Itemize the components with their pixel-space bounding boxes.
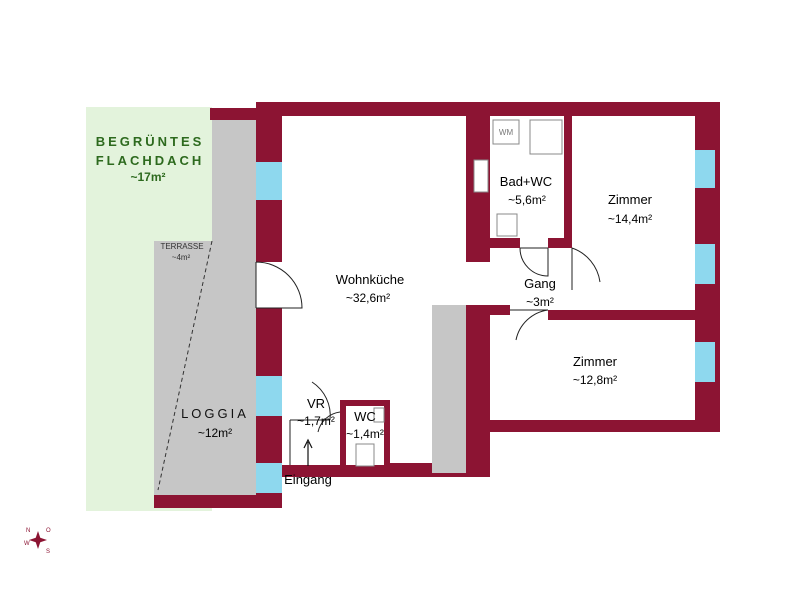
windows bbox=[256, 150, 715, 493]
room2-label: Zimmer bbox=[573, 354, 618, 369]
compass-rose-icon: N O S W bbox=[24, 528, 51, 555]
bath-door bbox=[519, 247, 549, 277]
shower-icon bbox=[529, 119, 563, 155]
bath-label: Bad+WC bbox=[500, 174, 552, 189]
washing-machine-label: WM bbox=[499, 128, 514, 137]
wc-toilet-icon bbox=[355, 443, 375, 467]
terrace-boundary bbox=[157, 240, 213, 491]
entrance-arrow-icon bbox=[303, 438, 313, 466]
loggia-label: LOGGIA bbox=[181, 406, 249, 421]
compass-o: O bbox=[46, 528, 51, 534]
wc-area-label: ~1,4m² bbox=[346, 427, 384, 441]
room2-area-label: ~12,8m² bbox=[573, 373, 617, 387]
vestibule-area-label: ~1,7m² bbox=[297, 414, 335, 428]
loggia-door bbox=[255, 261, 303, 309]
wc-label: WC bbox=[354, 409, 376, 424]
room1-label: Zimmer bbox=[608, 192, 653, 207]
bath-area-label: ~5,6m² bbox=[508, 193, 546, 207]
sink-icon bbox=[473, 159, 489, 193]
wc-sink-icon bbox=[373, 407, 385, 423]
terrace-area-label: ~4m² bbox=[172, 253, 191, 262]
living-kitchen-area-label: ~32,6m² bbox=[346, 291, 390, 305]
green-roof-area-label: ~17m² bbox=[130, 170, 165, 184]
green-roof-label-line1: BEGRÜNTES bbox=[96, 134, 205, 149]
compass-n: N bbox=[26, 528, 30, 534]
room1-area-label: ~14,4m² bbox=[608, 212, 652, 226]
washing-machine-icon bbox=[492, 119, 520, 145]
vestibule-label: VR bbox=[307, 396, 325, 411]
loggia-area-label: ~12m² bbox=[198, 426, 232, 440]
room1-door bbox=[571, 247, 601, 290]
terrace-label: TERRASSE bbox=[160, 242, 203, 251]
compass-s: S bbox=[46, 549, 50, 555]
hall-label: Gang bbox=[524, 276, 556, 291]
green-roof-label-line2: FLACHDACH bbox=[96, 153, 205, 168]
living-kitchen-label: Wohnküche bbox=[336, 272, 404, 287]
hall-area-label: ~3m² bbox=[526, 295, 554, 309]
compass-w: W bbox=[24, 541, 30, 547]
entrance-label: Eingang bbox=[284, 472, 332, 487]
kitchen-counter bbox=[432, 305, 466, 473]
room2-door bbox=[510, 309, 549, 341]
toilet-icon bbox=[496, 213, 518, 237]
wc-door bbox=[317, 411, 341, 433]
loggia-area bbox=[154, 113, 256, 495]
